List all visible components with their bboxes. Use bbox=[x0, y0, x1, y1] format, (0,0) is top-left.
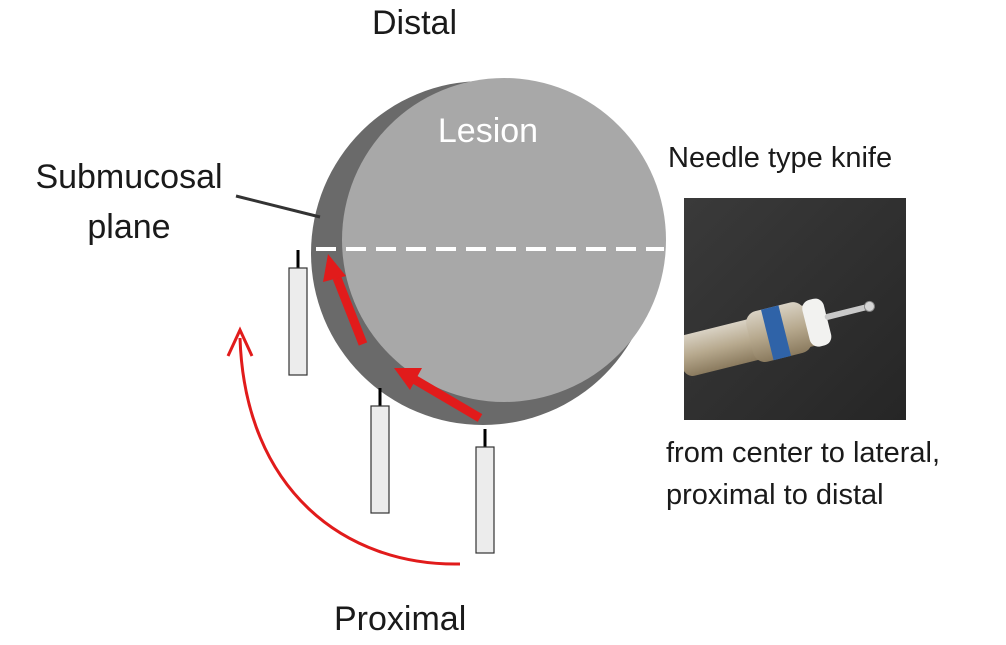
lesion-disc bbox=[342, 78, 666, 402]
caption-line2: proximal to distal bbox=[666, 479, 884, 511]
direction-caption: from center to lateral, proximal to dist… bbox=[666, 432, 940, 516]
distal-label: Distal bbox=[372, 4, 458, 42]
proximal-label: Proximal bbox=[334, 600, 467, 638]
dissection-arrow-lower bbox=[409, 374, 483, 422]
submucosal-label-line1: Submucosal bbox=[35, 158, 223, 196]
lesion-label: Lesion bbox=[438, 112, 538, 150]
submucosal-label-line2: plane bbox=[87, 208, 171, 246]
rotation-arrow-head bbox=[226, 326, 254, 357]
submucosal-leader-line bbox=[235, 194, 321, 219]
needle-knife-photo bbox=[684, 198, 906, 420]
dissection-arrow-lower-head bbox=[394, 368, 422, 390]
knife-icon-left bbox=[288, 250, 308, 376]
dissection-arrow-upper-head bbox=[323, 254, 346, 282]
dissection-arrow-upper bbox=[332, 276, 368, 346]
knife-icon-right bbox=[475, 429, 495, 554]
caption-line1: from center to lateral, bbox=[666, 437, 940, 469]
needle-knife-title: Needle type knife bbox=[668, 142, 893, 174]
knife-icon-middle bbox=[370, 388, 390, 514]
rotation-arrow bbox=[238, 337, 461, 566]
submucosal-plane-label: Submucosal plane bbox=[24, 152, 234, 252]
